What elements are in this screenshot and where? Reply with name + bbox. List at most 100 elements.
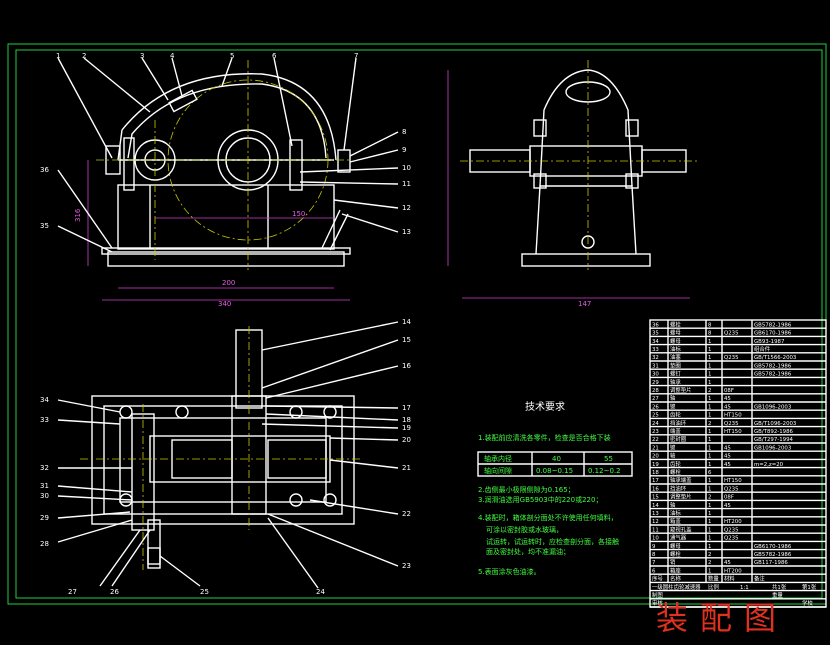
- parts-cell: GB117-1986: [754, 560, 788, 566]
- clearance-table: 轴承内径 40 55 轴向间隙 0.08~0.15 0.12~0.2: [477, 451, 633, 477]
- parts-cell: 1: [708, 462, 711, 468]
- parts-cell: 挡油环: [670, 484, 687, 492]
- parts-cell: 螺母: [670, 329, 681, 337]
- callout-24: 24: [316, 588, 325, 596]
- parts-cell: m=2,z=20: [754, 462, 784, 468]
- technical-requirements: 技术要求 1.装配前应清洗各零件，检查是否合格下装 轴承内径 40 55 轴向间…: [477, 400, 633, 576]
- title-block-cell: 第1张: [802, 583, 817, 591]
- parts-cell: 端盖: [670, 427, 681, 435]
- callout-33: 33: [40, 416, 49, 424]
- dim-center-150: 150: [292, 210, 305, 218]
- parts-cell: 1: [708, 355, 711, 361]
- parts-cell: HT200: [724, 568, 742, 574]
- parts-cell: 窥视孔盖: [670, 525, 692, 533]
- callout-34: 34: [40, 396, 49, 404]
- tech-req-item4-line1: 4.装配时，箱体剖分面处不许使用任何填料，: [478, 513, 618, 522]
- parts-cell: 2: [708, 560, 711, 566]
- parts-cell: 18: [652, 470, 659, 476]
- dim-height-316: 316: [74, 208, 82, 222]
- parts-cell: 22: [652, 437, 659, 443]
- callout-25: 25: [200, 588, 209, 596]
- callout-30: 30: [40, 492, 49, 500]
- parts-cell: Q235: [724, 536, 739, 542]
- parts-cell: 23: [652, 429, 659, 435]
- parts-header-cell: 序号: [652, 575, 663, 583]
- parts-cell: 45: [724, 454, 731, 460]
- title-block-cell: 重量: [772, 591, 783, 599]
- parts-cell: 08F: [724, 495, 734, 501]
- parts-cell: GB6170-1986: [754, 331, 792, 337]
- parts-cell: 螺钉: [670, 370, 681, 378]
- parts-cell: 1: [708, 404, 711, 410]
- callout-6: 6: [272, 52, 277, 60]
- callout-1: 1: [56, 52, 60, 60]
- parts-cell: HT150: [724, 429, 742, 435]
- callout-5: 5: [230, 52, 234, 60]
- parts-cell: 10: [652, 536, 659, 542]
- parts-cell: 14: [652, 503, 659, 509]
- parts-cell: 25: [652, 413, 659, 419]
- parts-header-cell: 数量: [708, 575, 719, 583]
- clearance-row-1: 0.08~0.15: [536, 467, 573, 475]
- tech-req-title: 技术要求: [525, 400, 565, 413]
- parts-cell: GB/T297-1994: [754, 437, 794, 443]
- callout-14: 14: [402, 318, 411, 326]
- parts-header-cell: 名称: [670, 575, 681, 583]
- title-block-cell: 1:1: [740, 585, 749, 591]
- parts-cell: 1: [708, 413, 711, 419]
- parts-cell: 28: [652, 388, 659, 394]
- parts-cell: 键: [670, 443, 676, 451]
- callout-7: 7: [354, 52, 358, 60]
- parts-cell: 35: [652, 331, 659, 337]
- parts-cell: 19: [652, 462, 659, 468]
- parts-cell: 1: [708, 527, 711, 533]
- tech-req-item4-line3: 试运转，试运转时，应检查剖分面，各接触: [486, 537, 619, 546]
- parts-cell: 轴承: [670, 378, 681, 386]
- parts-cell: 1: [708, 544, 711, 550]
- parts-cell: 30: [652, 372, 659, 378]
- parts-cell: 8: [708, 331, 712, 337]
- parts-cell: 螺母: [670, 337, 681, 345]
- parts-cell: 1: [708, 536, 711, 542]
- parts-cell: 1: [708, 511, 711, 517]
- tech-req-item2: 2.齿侧最小极限侧隙为0.165；: [478, 485, 575, 494]
- parts-cell: 11: [652, 527, 659, 533]
- parts-cell: 1: [708, 429, 711, 435]
- clearance-header-1: 40: [552, 455, 561, 463]
- parts-cell: GB93-1987: [754, 339, 784, 345]
- title-block-cell: 学校: [802, 599, 813, 607]
- callout-16: 16: [402, 362, 411, 370]
- parts-cell: 1: [708, 568, 711, 574]
- title-block-cell: 制图: [652, 591, 663, 599]
- parts-cell: 20: [652, 454, 659, 460]
- parts-cell: 45: [724, 396, 731, 402]
- parts-cell: 33: [652, 347, 659, 353]
- dim-width-340: 340: [218, 300, 231, 308]
- parts-cell: GB1096-2003: [754, 404, 791, 410]
- parts-cell: 箱座: [670, 566, 681, 574]
- parts-cell: 轴承端盖: [670, 476, 692, 484]
- title-block-cell: 比例: [708, 583, 719, 591]
- front-view-leaders: [57, 57, 399, 253]
- callout-31: 31: [40, 482, 49, 490]
- parts-cell: Q235: [724, 527, 739, 533]
- parts-cell: HT200: [724, 519, 742, 525]
- parts-cell: GB5782-1986: [754, 552, 792, 558]
- parts-cell: GB/T892-1986: [754, 429, 794, 435]
- parts-cell: 2: [708, 552, 711, 558]
- tech-req-item4-line4: 面及密封处，均不准漏油；: [486, 547, 570, 556]
- parts-cell: 31: [652, 363, 659, 369]
- parts-cell: 调整垫片: [670, 386, 692, 394]
- callout-12: 12: [402, 204, 411, 212]
- dim-side-147: 147: [578, 300, 591, 308]
- front-view: 340 200 150 316: [74, 60, 351, 308]
- callout-18: 18: [402, 416, 411, 424]
- parts-cell: 1: [708, 339, 711, 345]
- callout-3: 3: [140, 52, 144, 60]
- parts-cell: 1: [708, 478, 711, 484]
- callout-20: 20: [402, 436, 411, 444]
- parts-cell: 1: [708, 363, 711, 369]
- parts-cell: 调整垫片: [670, 493, 692, 501]
- dim-width-200: 200: [222, 279, 235, 287]
